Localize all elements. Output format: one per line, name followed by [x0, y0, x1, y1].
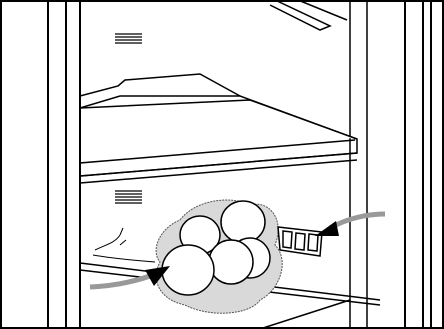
fruit-5 — [162, 245, 214, 295]
fruit-4 — [209, 240, 253, 284]
fruit-1 — [221, 201, 265, 243]
